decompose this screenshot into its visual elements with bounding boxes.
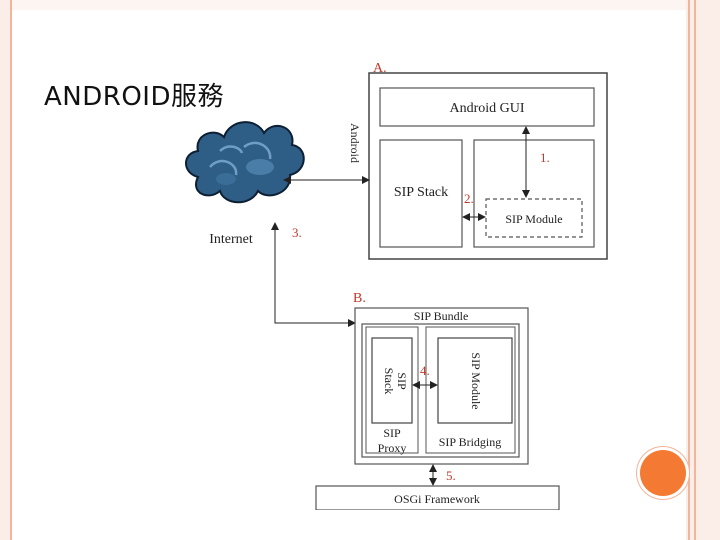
frame-line-left (10, 0, 12, 540)
frame-line-right-inner (694, 0, 696, 540)
sip-module-b-box (437, 337, 513, 424)
frame-line-right-outer (688, 0, 690, 540)
internet-label: Internet (209, 232, 253, 247)
android-gui-label: Android GUI (449, 101, 524, 116)
slide-title: ANDROID服務 (44, 82, 224, 112)
step-5-label: 5. (446, 468, 456, 483)
sip-module-a-box (485, 198, 583, 238)
sip-module-a-container (473, 139, 595, 248)
sip-bundle-outer-box (354, 307, 529, 465)
cloud-icon (185, 121, 305, 204)
sip-module-a-label: SIP Module (505, 212, 562, 226)
sip-bridging-box (425, 326, 516, 454)
architecture-diagram: A. Android Android GUI SIP Stack SIP Mod… (185, 61, 608, 510)
sip-proxy-box (365, 326, 419, 454)
sip-stack-a-box (379, 139, 463, 248)
sip-bundle-inner-box (361, 323, 520, 458)
osgi-framework-box (315, 485, 560, 510)
sip-bundle-label: SIP Bundle (414, 309, 469, 323)
android-gui-box (379, 87, 595, 127)
accent-circle (640, 450, 686, 496)
sip-stack-a-label: SIP Stack (394, 185, 448, 200)
arrow-internet-to-sip-bundle (271, 222, 356, 327)
step-2-label: 2. (464, 191, 474, 206)
step-4-label: 4. (420, 363, 430, 378)
sip-stack-b-box (371, 337, 413, 424)
slide-frame-right (686, 0, 720, 540)
slide-frame-left (0, 0, 12, 540)
section-b-label: B. (353, 291, 366, 306)
android-label: Android (348, 123, 362, 163)
step-1-label: 1. (540, 150, 550, 165)
android-device-box (368, 72, 608, 260)
sip-module-b-label: SIP Module (469, 352, 483, 409)
sip-proxy-label-line2: Proxy (378, 441, 407, 455)
sip-stack-b-label-line2: Stack (382, 368, 396, 395)
osgi-framework-label: OSGi Framework (394, 492, 480, 506)
sip-stack-b-label-line1: SIP (395, 372, 409, 390)
step-3-label: 3. (292, 225, 302, 240)
sip-proxy-label-line1: SIP (383, 426, 401, 440)
slide-frame-top (12, 0, 686, 10)
sip-bridging-label: SIP Bridging (439, 435, 502, 449)
